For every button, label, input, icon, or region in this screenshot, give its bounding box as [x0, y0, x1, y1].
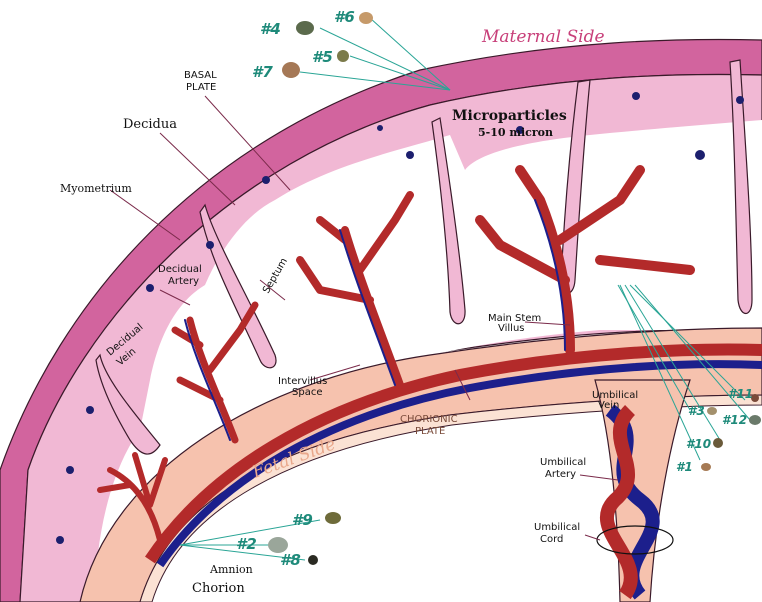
- intervillus-label-2: Space: [292, 387, 322, 398]
- particle-label-5: #5: [312, 48, 333, 66]
- particle-5: [337, 50, 349, 62]
- particle-6: [359, 12, 373, 24]
- intervillus-label-1: Intervillus: [278, 376, 327, 387]
- myometrium-label: Myometrium: [60, 182, 132, 195]
- umbilical-cord-label-2: Cord: [540, 534, 563, 545]
- particle-1: [701, 463, 711, 471]
- particle-label-2: #2: [236, 535, 257, 553]
- decidual-artery-label-2: Artery: [168, 276, 199, 287]
- chorionic-plate-label-2: PLATE: [415, 426, 445, 437]
- particle-8: [308, 555, 318, 565]
- microparticles-label-2: 5-10 micron: [478, 126, 553, 139]
- particle-label-9: #9: [292, 511, 313, 529]
- microparticles-label-1: Microparticles: [452, 108, 567, 124]
- particle-12: [749, 415, 761, 425]
- particle-4: [296, 21, 314, 35]
- particle-9: [325, 512, 341, 524]
- particle-label-1: #1: [676, 460, 693, 474]
- particle-label-3: #3: [688, 404, 705, 418]
- umbilical-artery-label-1: Umbilical: [540, 457, 586, 468]
- chorion-label: Chorion: [192, 581, 245, 596]
- particle-label-4: #4: [260, 20, 281, 38]
- particle-label-8: #8: [280, 551, 301, 569]
- umbilical-cord-label-1: Umbilical: [534, 522, 580, 533]
- particle-label-11: #11: [728, 387, 753, 401]
- particle-3: [707, 407, 717, 415]
- amnion-label: Amnion: [209, 563, 253, 576]
- basal-plate-label-1: BASAL: [184, 70, 217, 81]
- umbilical-vein-label-2: Vein: [598, 400, 619, 411]
- umbilical-artery-label-2: Artery: [545, 469, 576, 480]
- decidual-artery-label-1: Decidual: [158, 264, 202, 275]
- maternal-side-label: Maternal Side: [481, 27, 605, 47]
- particle-label-10: #10: [686, 437, 711, 451]
- particle-7: [282, 62, 300, 78]
- umbilical-cord: [595, 380, 690, 602]
- particle-label-12: #12: [722, 413, 747, 427]
- chorionic-plate-label-1: CHORIONIC: [400, 414, 458, 425]
- decidua-label: Decidua: [123, 117, 177, 132]
- main-stem-label-2: Villus: [498, 323, 525, 334]
- particle-label-6: #6: [334, 8, 355, 26]
- particle-label-7: #7: [252, 63, 273, 81]
- basal-plate-label-2: PLATE: [186, 82, 216, 93]
- particle-10: [713, 438, 723, 448]
